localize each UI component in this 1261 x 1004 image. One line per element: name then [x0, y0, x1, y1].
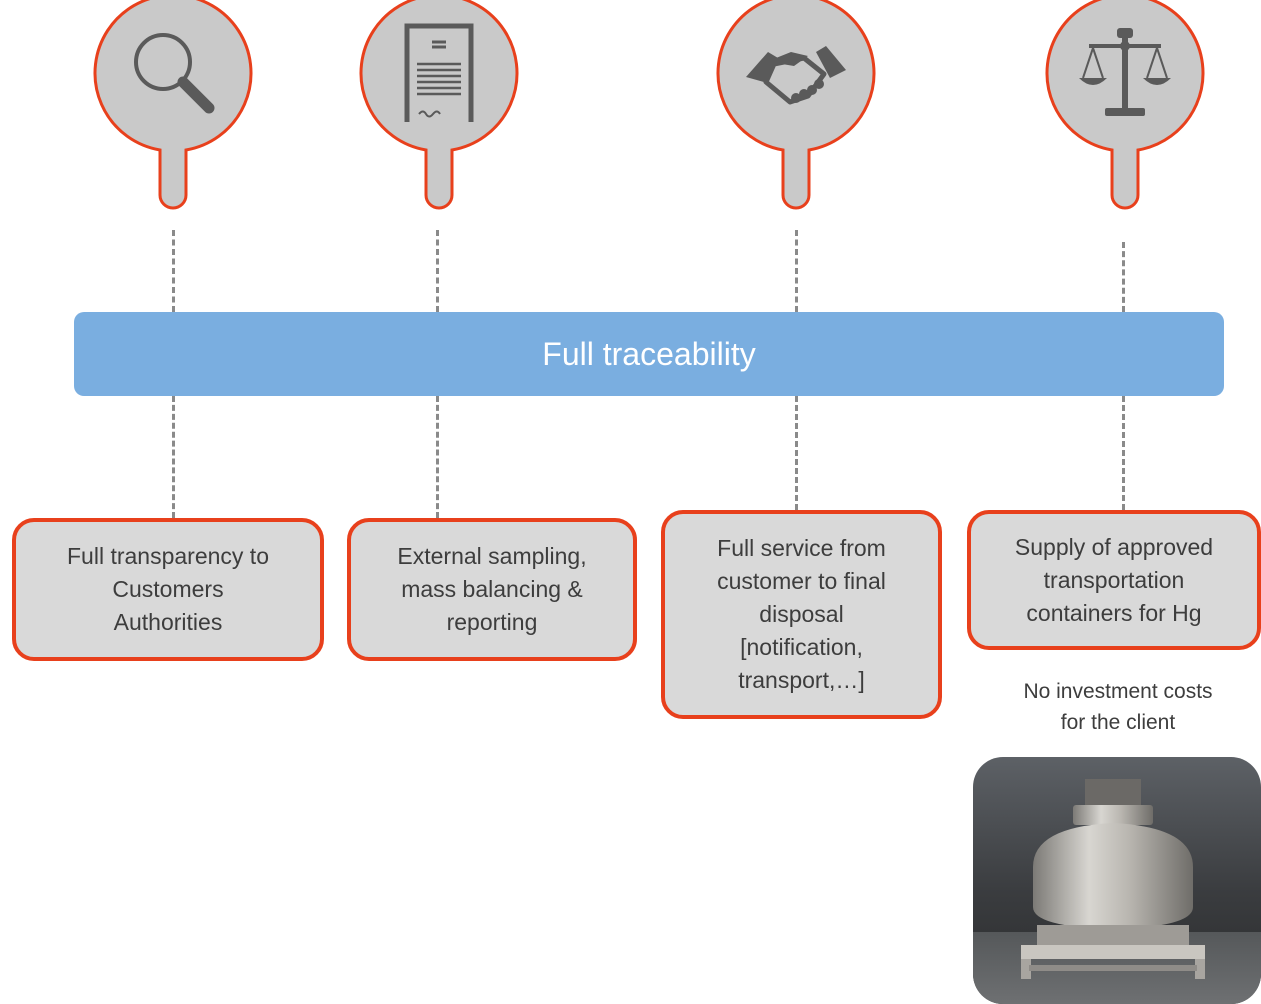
- document-icon: [404, 23, 474, 122]
- banner-label: Full traceability: [542, 335, 756, 372]
- connector-4-top: [1122, 242, 1125, 312]
- magnifier-icon: [134, 33, 215, 114]
- pin-document: [359, 0, 519, 215]
- pin-magnifier: [93, 0, 253, 215]
- connector-2-top: [436, 230, 439, 312]
- connector-3-top: [795, 230, 798, 312]
- box-transparency: Full transparency to Customers Authoriti…: [12, 518, 324, 661]
- container-photo: [973, 757, 1261, 1004]
- investment-note: No investment costs for the client: [1023, 680, 1213, 734]
- connector-1-top: [172, 230, 175, 312]
- box-full-service: Full service from customer to final disp…: [661, 510, 942, 719]
- connector-3-bottom: [795, 396, 798, 510]
- connector-1-bottom: [172, 396, 175, 518]
- traceability-banner: Full traceability: [74, 312, 1224, 396]
- box-sampling: External sampling, mass balancing & repo…: [347, 518, 637, 661]
- pin-scales: [1045, 0, 1205, 215]
- handshake-icon: [746, 46, 846, 105]
- connector-4-bottom: [1122, 396, 1125, 510]
- pin-handshake: [716, 0, 876, 215]
- connector-2-bottom: [436, 396, 439, 518]
- scales-icon: [1079, 28, 1171, 116]
- box-containers: Supply of approved transportation contai…: [967, 510, 1261, 650]
